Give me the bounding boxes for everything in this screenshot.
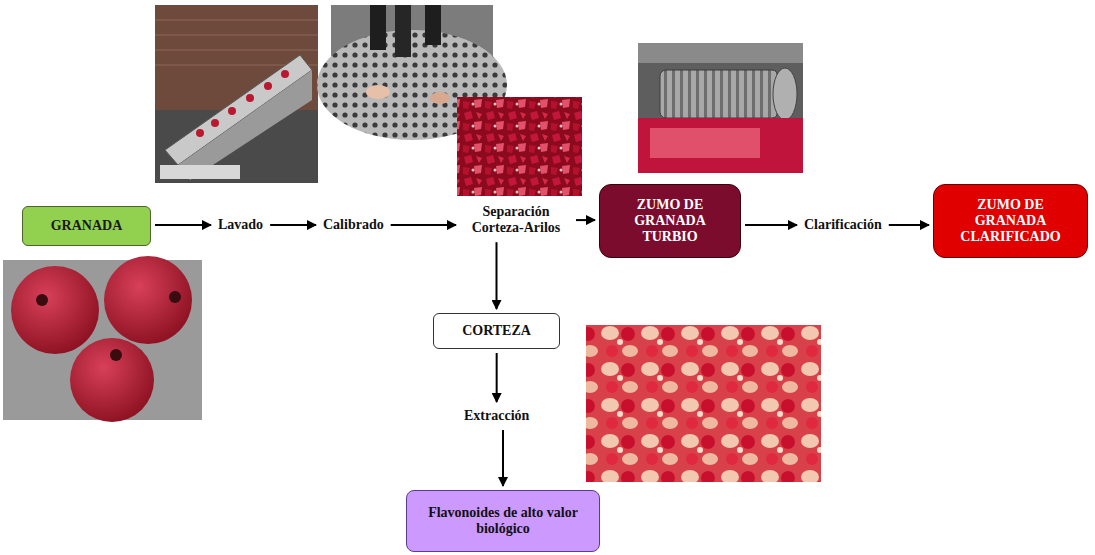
peel-photo-part [586,325,821,482]
flow-arrow [576,219,595,221]
pomegranates-photo-part [104,256,192,344]
flow-arrow [745,224,797,226]
washing-machine-photo-part [196,129,204,137]
peel-photo [586,325,821,482]
juicer-photo [638,43,803,173]
step-label: Separación Corteza-Arilos [460,202,572,238]
washing-machine-photo-part [264,82,272,90]
washing-machine-photo-part [178,70,312,180]
node-text: CORTEZA [442,323,551,339]
pomegranates-photo-part [70,338,154,422]
node-text: Clarificación [804,217,882,233]
flow-arrow [391,224,456,226]
washing-machine-photo-part [160,165,240,179]
washing-machine-photo [155,5,318,183]
pomegranates-photo-part [11,266,99,354]
washing-machine-photo-part [246,94,254,102]
sieve-photo-part [430,92,450,104]
step-label: Calibrado [320,215,387,235]
washing-machine-photo-part [211,119,219,127]
pomegranates-photo-part [169,291,181,303]
product-box: ZUMO DE GRANADA TURBIO [599,184,741,258]
node-text: ZUMO DE GRANADA CLARIFICADO [942,197,1079,245]
node-text: Extracción [464,408,529,424]
node-text: ZUMO DE GRANADA TURBIO [608,197,732,245]
node-text: Calibrado [323,217,384,233]
washing-machine-photo-part [155,20,318,21]
washing-machine-photo-part [155,5,318,183]
result-box: Flavonoides de alto valor biológico [406,490,600,552]
arils-photo [457,97,582,196]
flow-arrow [155,224,211,226]
flow-arrow [502,430,504,486]
start-box: GRANADA [22,206,151,246]
flow-arrow [496,242,498,309]
juicer-photo-part [773,68,797,120]
flow-arrow [496,353,498,402]
flow-arrow [889,224,929,226]
step-label: Extracción [461,406,532,426]
washing-machine-photo-part [155,50,318,51]
juicer-photo-part [638,118,803,173]
pomegranates-photo-part [110,349,122,361]
juicer-photo-part [650,128,760,158]
washing-machine-photo-part [281,70,289,78]
sieve-photo-part [425,5,441,45]
sieve-photo-part [370,5,386,50]
pomegranates-photo [3,256,202,422]
arils-photo-part [457,97,582,196]
product-box: ZUMO DE GRANADA CLARIFICADO [933,184,1088,258]
juicer-photo-part [638,43,803,173]
node-text: Flavonoides de alto valor biológico [415,505,591,537]
node-text: Lavado [218,217,263,233]
step-label: Clarificación [801,215,885,235]
juicer-photo-part [638,43,803,63]
sieve-photo-part [366,85,390,99]
node-text: GRANADA [31,218,142,234]
step-label: Lavado [215,215,266,235]
sieve-photo-part [395,5,411,57]
washing-machine-photo-part [228,107,236,115]
byproduct-box: CORTEZA [433,313,560,349]
flow-arrow [270,224,316,226]
washing-machine-photo-part [155,35,318,36]
pomegranates-photo-part [36,294,48,306]
juicer-photo-part [660,70,778,118]
node-text: Separación Corteza-Arilos [463,204,569,236]
